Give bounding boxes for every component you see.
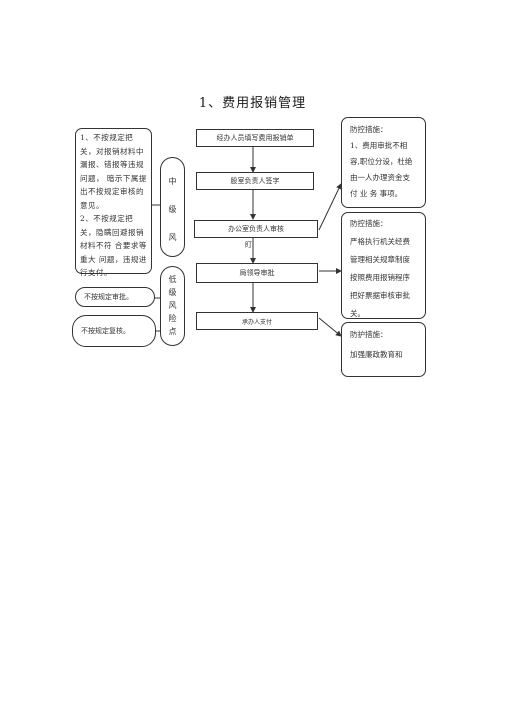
flow-step-5: 承办人支付 [196,312,318,330]
flow-step-3-overflow-text: 盯 [245,241,252,249]
control-measure-3-heading: 防护措施： [350,330,388,339]
medium-risk-label: 中 级 风 [160,157,185,257]
control-measure-1-text: 1、费用审批不相容,职位分设，杜绝由一人办理资金支 付 业 务 事项。 [350,141,413,198]
low-risk-item-1: 不按规定审批。 [75,287,155,307]
low-risk-item-2-text: 不按规定复核。 [81,327,130,335]
arrow-to-control1 [318,183,342,231]
arrow-to-control3 [318,317,342,337]
low-risk-label: 低 级 风 险 点 [160,266,185,346]
medium-risk-text: 1、不按规定把关，对报销材料中漏报、错报等违规问题， 暗示下属提出不按规定审核的… [80,133,147,277]
medium-risk-label-char-3: 风 [168,233,177,242]
medium-risk-label-char-2: 级 [168,205,177,214]
control-measure-2: 防控措施： 严格执行机关经费管理相关规章制度按照费用报销程序把好票据审核审批关。 [341,212,426,319]
low-risk-label-char-3: 风 [168,301,177,310]
flow-step-2-label: 股室负责人签字 [230,177,280,185]
flow-step-4-label: 局领导审批 [239,269,275,277]
medium-risk-description: 1、不按规定把关，对报销材料中漏报、错报等违规问题， 暗示下属提出不按规定审核的… [75,128,152,277]
flow-step-5-label: 承办人支付 [241,318,272,326]
low-risk-label-char-5: 点 [168,327,177,336]
control-measure-2-text: 严格执行机关经费管理相关规章制度按照费用报销程序把好票据审核审批关。 [350,237,410,318]
page-title: 1、费用报销管理 [198,96,307,111]
low-risk-item-2: 不按规定复核。 [72,315,156,347]
control-measure-2-heading: 防控措施： [350,219,388,228]
medium-risk-label-char-1: 中 [168,177,177,186]
low-risk-label-char-1: 低 [168,275,177,284]
flow-step-1-label: 经办人员填写费用报销单 [216,134,294,142]
low-risk-label-char-2: 级 [168,288,177,297]
flow-step-1: 经办人员填写费用报销单 [196,129,314,147]
flow-step-2: 股室负责人签字 [196,172,314,190]
control-measure-1-heading: 防控措施： [350,125,388,134]
low-risk-label-char-4: 险 [168,314,177,323]
control-measure-1: 防控措施： 1、费用审批不相容,职位分设，杜绝由一人办理资金支 付 业 务 事项… [341,117,426,208]
flow-step-3: 办公室负责人审核 [194,220,318,238]
low-risk-item-1-text: 不按规定审批。 [84,293,133,301]
control-measure-3-text: 加强廉政教育和 [350,350,403,359]
flow-step-3-label: 办公室负责人审核 [228,225,284,233]
flow-step-4: 局领导审批 [196,263,318,283]
control-measure-3: 防护措施： 加强廉政教育和 [341,322,426,377]
